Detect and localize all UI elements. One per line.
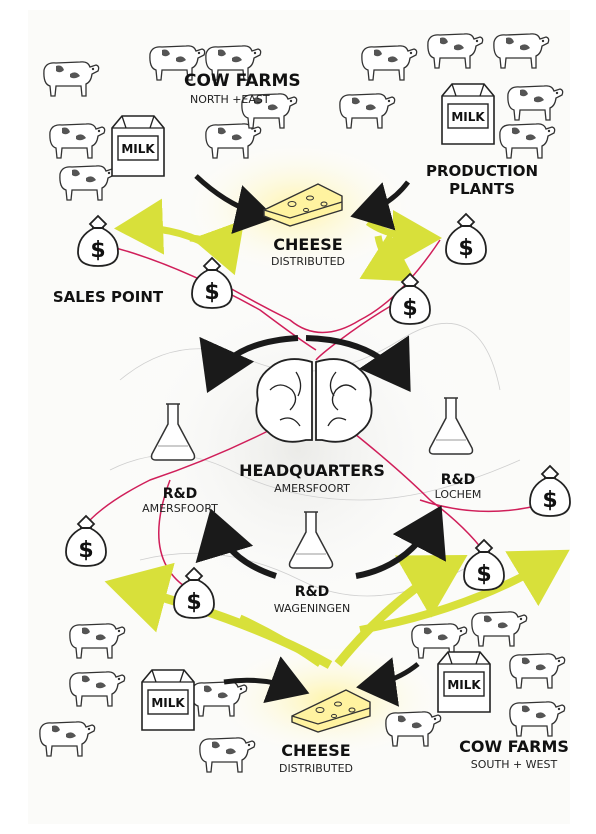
rd-wageningen-sub: WAGENINGEN <box>274 602 350 615</box>
money-line <box>158 479 191 591</box>
black-arrow <box>195 508 277 579</box>
yellow-arrow <box>334 554 468 667</box>
rd-amersfoort-title: R&D <box>163 486 198 502</box>
production-plants-line2: PLANTS <box>449 180 515 198</box>
rd-wageningen-title: R&D <box>295 584 330 600</box>
rd-lochem-label: R&D LOCHEM <box>435 472 482 501</box>
money-line <box>419 499 541 513</box>
yellow-arrow <box>189 219 245 276</box>
cow-farms-north-east-label: COW FARMS NORTH +EAST <box>184 71 301 106</box>
cheese-distributed-bottom-label: CHEESE DISTRIBUTED <box>279 741 353 775</box>
cow-farms-sw-title: COW FARMS <box>459 737 569 756</box>
cow-farms-ne-sub: NORTH +EAST <box>190 93 270 106</box>
milk-carton-icon <box>437 651 491 713</box>
rd-wageningen-label: R&D WAGENINGEN <box>274 584 350 615</box>
yellow-arrow <box>238 614 323 667</box>
headquarters-title: HEADQUARTERS <box>239 461 385 480</box>
milk-carton-icon <box>111 115 165 177</box>
black-arrow <box>356 657 420 707</box>
production-plants-label: PRODUCTION PLANTS <box>426 162 538 198</box>
cheese-distributed-top-label: CHEESE DISTRIBUTED <box>271 235 345 268</box>
rd-amersfoort-sub: AMERSFOORT <box>142 502 218 515</box>
headquarters-sub: AMERSFOORT <box>274 482 350 495</box>
cow-farms-sw-sub: SOUTH + WEST <box>471 758 558 771</box>
black-arrow <box>305 335 411 392</box>
cheese-bottom-sub: DISTRIBUTED <box>279 762 353 775</box>
production-plants-line1: PRODUCTION <box>426 162 538 180</box>
black-arrow <box>199 335 299 393</box>
rd-lochem-title: R&D <box>441 472 476 488</box>
cheese-bottom-title: CHEESE <box>281 741 350 760</box>
money-line <box>349 429 491 561</box>
cheese-top-sub: DISTRIBUTED <box>271 255 345 268</box>
sales-point-label: SALES POINT <box>53 288 164 306</box>
milk-carton-icon <box>141 669 195 731</box>
cow-farms-ne-title: COW FARMS <box>184 71 301 91</box>
headquarters-label: HEADQUARTERS AMERSFOORT <box>239 461 385 495</box>
black-arrow <box>350 180 410 231</box>
cheese-top-title: CHEESE <box>273 235 342 254</box>
cow-farms-south-west-label: COW FARMS SOUTH + WEST <box>459 737 569 771</box>
rd-amersfoort-label: R&D AMERSFOORT <box>142 486 218 515</box>
black-arrow <box>355 505 446 579</box>
rd-lochem-sub: LOCHEM <box>435 488 482 501</box>
yellow-arrow <box>359 549 570 634</box>
black-arrow <box>194 174 276 234</box>
brain-icon <box>255 358 373 443</box>
yellow-arrow <box>359 231 416 282</box>
black-arrow <box>223 656 310 704</box>
money-line <box>89 429 271 521</box>
milk-carton-icon <box>441 83 495 145</box>
